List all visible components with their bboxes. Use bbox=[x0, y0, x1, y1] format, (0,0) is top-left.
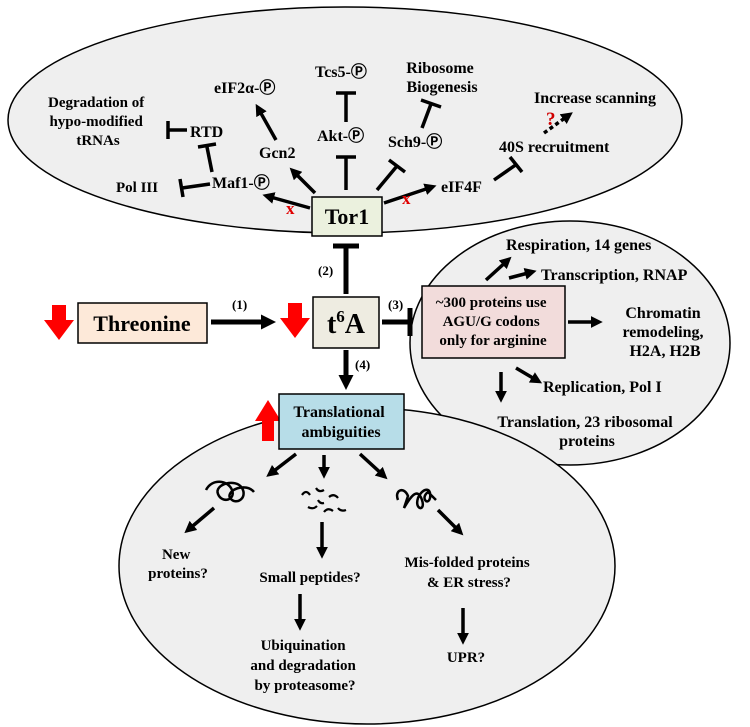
ubiquination-label: Ubiquination and degradation by proteaso… bbox=[250, 638, 359, 694]
threonine-down-arrow bbox=[44, 305, 74, 340]
step-4-label: (4) bbox=[355, 357, 370, 372]
to-new-proteins-arrow bbox=[184, 506, 216, 534]
to-transcription-arrow bbox=[508, 268, 537, 280]
small-peptides-label: Small peptides? bbox=[259, 570, 360, 586]
proteins-300-box bbox=[421, 285, 566, 359]
sch9-label: Sch9-Ⓟ bbox=[388, 132, 442, 151]
inhibition-bar bbox=[178, 178, 185, 198]
threonine-box bbox=[77, 302, 208, 344]
step-3-label: (3) bbox=[388, 297, 403, 312]
akt-label: Akt-Ⓟ bbox=[317, 126, 364, 145]
eif4f-inhibits-40s bbox=[493, 162, 518, 182]
ambiguities-to-new-arrow bbox=[266, 452, 298, 477]
new-protein-squiggle bbox=[204, 480, 255, 503]
respiration-label: Respiration, 14 genes bbox=[506, 237, 651, 254]
recruit-40s-label: 40S recruitment bbox=[499, 139, 610, 156]
maf1-inhibits-pol3 bbox=[181, 182, 211, 190]
tcs5-label: Tcs5-Ⓟ bbox=[315, 62, 367, 81]
t6a-box bbox=[312, 296, 380, 349]
gcn2-to-eif2a-arrow bbox=[255, 103, 278, 141]
arginine-proteins-ellipse bbox=[409, 220, 731, 466]
eif2a-label: eIF2α-Ⓟ bbox=[214, 78, 275, 97]
x-mark-eif4f: x bbox=[402, 189, 411, 208]
inhibition-bar bbox=[508, 155, 524, 174]
transcription-label: Transcription, RNAP bbox=[541, 267, 688, 284]
tor1-to-maf1-arrow bbox=[262, 192, 311, 210]
replication-label: Replication, Pol I bbox=[543, 379, 662, 396]
40s-to-scanning-dashed-arrow bbox=[542, 112, 573, 135]
t6a-down-arrow bbox=[280, 303, 310, 338]
ambiguities-up-arrow bbox=[255, 400, 281, 441]
increase-scanning-label: Increase scanning bbox=[534, 90, 656, 107]
inhibition-bar bbox=[387, 158, 407, 174]
ambiguities-box bbox=[278, 393, 405, 450]
maf1-inhibits-rtd bbox=[205, 146, 214, 173]
x-mark-maf1: x bbox=[286, 199, 295, 218]
threonine-label: Threonine bbox=[93, 311, 191, 336]
misfolded-protein-squiggle bbox=[395, 488, 437, 510]
to-replication-arrow bbox=[515, 366, 543, 384]
tor1-to-eif4f-arrow bbox=[383, 183, 437, 205]
sch9-inhibits-ribosome bbox=[420, 103, 433, 129]
ribosome-biogenesis-label: Ribosome Biogenesis bbox=[406, 60, 478, 96]
t6a-label: t6A bbox=[327, 307, 366, 340]
ambiguities-label: Translational ambiguities bbox=[293, 404, 388, 441]
new-proteins-label: New proteins? bbox=[148, 547, 208, 582]
tor1-box bbox=[311, 196, 383, 237]
upr-label: UPR? bbox=[447, 650, 485, 666]
misfolded-label: Mis-folded proteins & ER stress? bbox=[405, 555, 534, 591]
ambiguities-to-misfolded-arrow bbox=[358, 452, 388, 480]
degradation-label: Degradation of hypo-modified tRNAs bbox=[48, 95, 148, 149]
translation-label: Translation, 23 ribosomal proteins bbox=[497, 414, 676, 450]
rtd-label: RTD bbox=[190, 124, 223, 141]
inhibition-bar bbox=[420, 98, 442, 109]
tor1-inhibits-sch9 bbox=[375, 164, 399, 192]
chromatin-label: Chromatin remodeling, H2A, H2B bbox=[622, 305, 707, 360]
tor1-to-gcn2-arrow bbox=[289, 167, 317, 195]
proteins-300-label: ~300 proteins use AGU/G codons only for … bbox=[436, 295, 551, 349]
question-mark: ? bbox=[546, 109, 556, 130]
step-2-label: (2) bbox=[318, 263, 333, 278]
eif4f-label: eIF4F bbox=[441, 179, 482, 196]
pol3-label: Pol III bbox=[116, 180, 158, 196]
maf1-label: Maf1-Ⓟ bbox=[212, 173, 270, 192]
gcn2-label: Gcn2 bbox=[259, 145, 295, 162]
step-1-label: (1) bbox=[232, 297, 247, 312]
tor1-label: Tor1 bbox=[325, 204, 369, 229]
small-peptides-squiggle bbox=[301, 487, 347, 513]
inhibition-bar bbox=[197, 142, 217, 149]
to-misfolded-arrow bbox=[436, 508, 464, 536]
to-respiration-arrow bbox=[484, 256, 512, 282]
